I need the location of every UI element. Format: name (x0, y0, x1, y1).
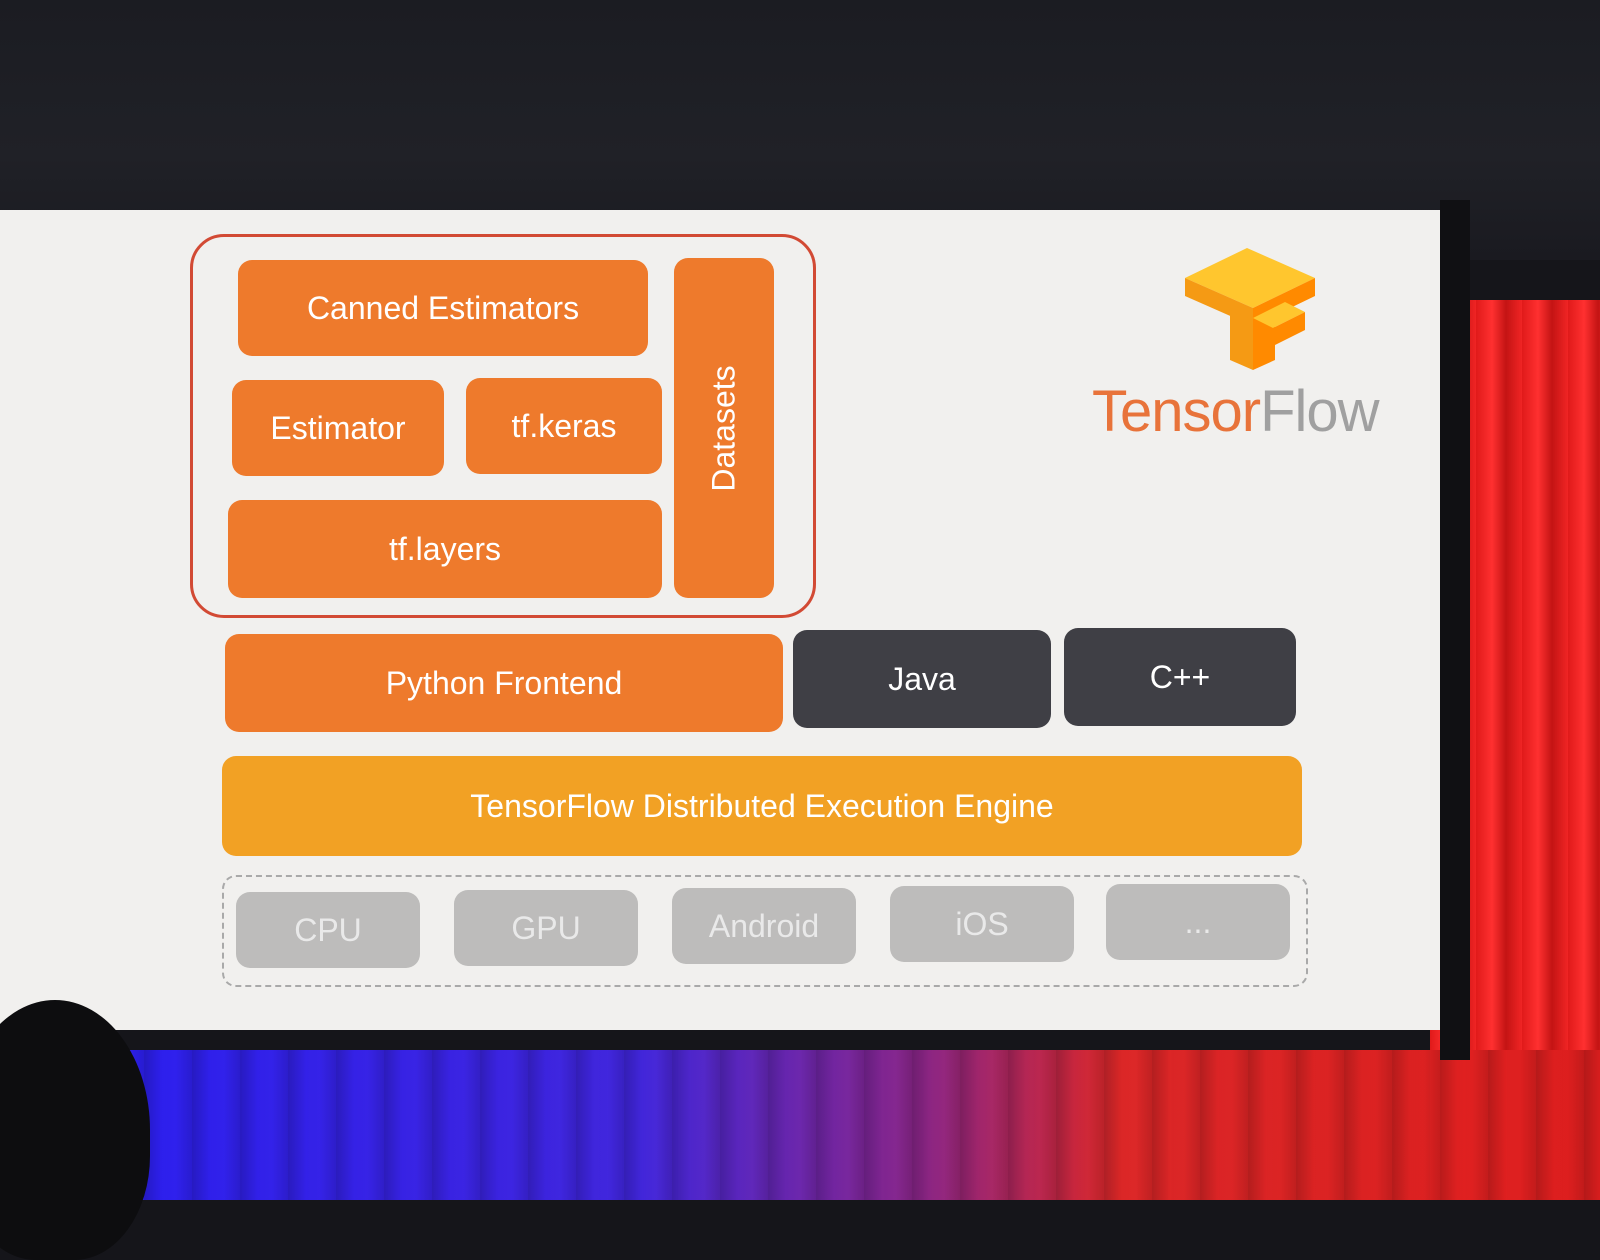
python-frontend-label: Python Frontend (385, 664, 623, 701)
tf-keras-label: tf.keras (511, 407, 617, 444)
platform-more-label: ... (1184, 903, 1212, 940)
execution-engine-box: TensorFlow Distributed Execution Engine (222, 756, 1302, 856)
tf-keras-box: tf.keras (466, 378, 662, 474)
logo-word-tensor: Tensor (1092, 379, 1261, 444)
platform-more: ... (1106, 884, 1290, 960)
screen-frame (1440, 200, 1470, 1060)
platform-android: Android (672, 888, 856, 964)
java-label: Java (888, 660, 956, 697)
platform-android-label: Android (708, 907, 820, 944)
canned-estimators-label: Canned Estimators (306, 289, 580, 326)
audience-head-silhouette (0, 1000, 150, 1260)
datasets-label: Datasets (705, 364, 742, 492)
canned-estimators-box: Canned Estimators (238, 260, 648, 356)
tf-layers-label: tf.layers (388, 530, 502, 567)
tensorflow-logo-wordmark: TensorFlow (1092, 378, 1380, 445)
python-frontend-box: Python Frontend (225, 634, 783, 732)
logo-word-flow: Flow (1260, 379, 1379, 444)
high-level-api-group (190, 234, 816, 618)
stage-curtain-bottom (0, 1050, 1600, 1200)
cpp-label: C++ (1149, 658, 1211, 695)
platform-gpu: GPU (454, 890, 638, 966)
tensorflow-logo-icon (1185, 248, 1315, 370)
estimator-box: Estimator (232, 380, 444, 476)
estimator-label: Estimator (270, 409, 406, 446)
platform-gpu-label: GPU (511, 909, 581, 946)
java-box: Java (793, 630, 1051, 728)
cpp-box: C++ (1064, 628, 1296, 726)
platforms-group (222, 875, 1308, 987)
platform-ios-label: iOS (955, 905, 1009, 942)
datasets-box: Datasets (674, 258, 774, 598)
platform-cpu-label: CPU (294, 911, 362, 948)
tf-layers-box: tf.layers (228, 500, 662, 598)
execution-engine-label: TensorFlow Distributed Execution Engine (470, 787, 1054, 824)
platform-cpu: CPU (236, 892, 420, 968)
platform-ios: iOS (890, 886, 1074, 962)
projection-screen: Canned Estimators Estimator tf.keras tf.… (0, 210, 1446, 1030)
